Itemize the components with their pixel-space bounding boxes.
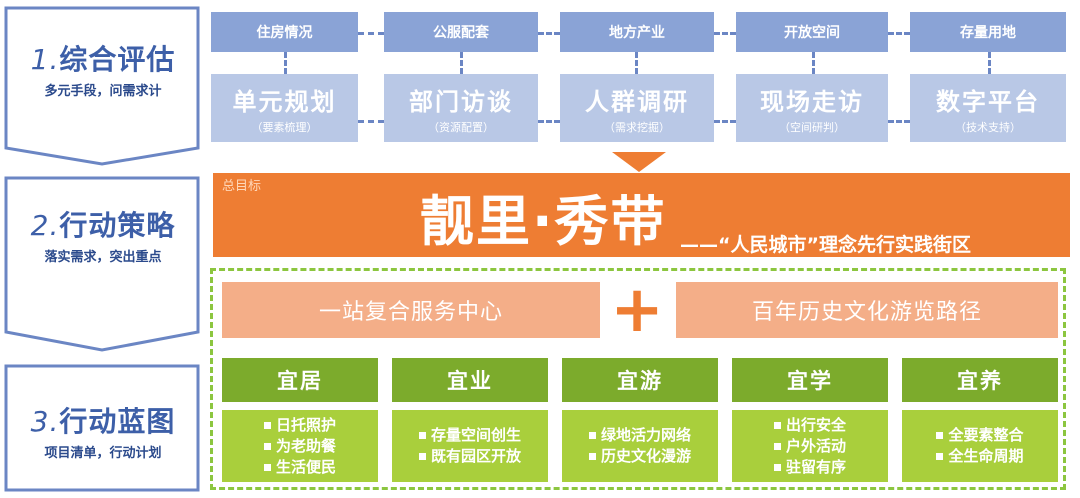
step-3-title: 3.行动蓝图 (30, 405, 176, 438)
header-existing-land: 存量用地 (910, 12, 1066, 52)
connector-line (714, 32, 736, 35)
connector-line (460, 52, 463, 74)
method-title: 现场走访 (760, 87, 864, 116)
connector-line (538, 120, 560, 123)
list-item: 生活便民 (263, 457, 336, 478)
category-business: 宜业 (392, 358, 548, 402)
category-tourism: 宜游 (562, 358, 718, 402)
step-3-subtitle: 项目清单，行动计划 (44, 446, 162, 461)
connector-line (988, 52, 991, 74)
list-item: 全生命周期 (936, 446, 1024, 467)
connector-line (284, 52, 287, 74)
category-business-items: 存量空间创生 既有园区开放 (392, 410, 548, 482)
goal-title: 靓里·秀带 (420, 190, 667, 253)
goal-subtitle: ——“人民城市”理念先行实践街区 (680, 234, 971, 256)
step-1-subtitle: 多元手段，问需求计 (44, 84, 162, 99)
step-1-panel (4, 6, 200, 166)
list-item: 户外活动 (773, 436, 846, 457)
category-learning-items: 出行安全 户外活动 驻留有序 (732, 410, 888, 482)
list-item: 驻留有序 (773, 457, 846, 478)
down-arrow-icon (612, 152, 666, 172)
category-learning: 宜学 (732, 358, 888, 402)
bullet-icon (263, 442, 271, 450)
method-subtitle: （需求挖掘） (604, 120, 670, 134)
header-public-services: 公服配套 (384, 12, 538, 52)
method-subtitle: （资源配置） (428, 120, 494, 134)
list-item: 既有园区开放 (418, 446, 521, 467)
bullet-icon (588, 432, 596, 439)
method-title: 数字平台 (936, 87, 1040, 116)
plus-icon: + (610, 273, 664, 347)
header-housing: 住房情况 (211, 12, 358, 52)
bullet-icon (263, 421, 271, 429)
category-livable: 宜居 (222, 358, 378, 402)
connector-line (812, 52, 815, 74)
category-tourism-items: 绿地活力网络 历史文化漫游 (562, 410, 718, 482)
method-subtitle: （空间研判） (779, 120, 845, 134)
list-item: 绿地活力网络 (588, 425, 691, 446)
connector-line (714, 120, 736, 123)
connector-line (888, 32, 910, 35)
step-1-title: 1.综合评估 (30, 43, 176, 76)
header-local-industry: 地方产业 (560, 12, 714, 52)
method-unit-planning: 单元规划 （要素梳理） (211, 74, 358, 142)
step-2-panel (4, 176, 200, 352)
list-item: 为老助餐 (263, 436, 336, 457)
method-subtitle: （要素梳理） (251, 120, 318, 134)
method-title: 人群调研 (585, 87, 689, 116)
bullet-icon (936, 453, 944, 460)
pillar-service-center: 一站复合服务中心 (222, 282, 600, 338)
category-livable-items: 日托照护 为老助餐 生活便民 (222, 410, 378, 482)
category-wellness: 宜养 (902, 358, 1058, 402)
bullet-icon (773, 421, 781, 429)
step-2-title: 2.行动策略 (30, 209, 176, 242)
step-3-panel (4, 364, 200, 492)
method-title: 部门访谈 (409, 87, 513, 116)
bullet-icon (773, 442, 781, 450)
method-digital-platform: 数字平台 （技术支持） (910, 74, 1066, 142)
category-wellness-items: 全要素整合 全生命周期 (902, 410, 1058, 482)
list-item: 历史文化漫游 (588, 446, 691, 467)
connector-line (358, 32, 384, 35)
bullet-icon (263, 463, 271, 471)
bullet-icon (936, 432, 944, 439)
method-subtitle: （技术支持） (955, 120, 1021, 134)
connector-line (538, 32, 560, 35)
list-item: 全要素整合 (936, 425, 1024, 446)
bullet-icon (588, 453, 596, 460)
list-item: 存量空间创生 (418, 425, 521, 446)
method-department-interviews: 部门访谈 （资源配置） (384, 74, 538, 142)
goal-band (213, 173, 1070, 257)
bullet-icon (418, 432, 426, 439)
connector-line (888, 120, 910, 123)
method-site-visit: 现场走访 （空间研判） (736, 74, 888, 142)
list-item: 日托照护 (263, 415, 336, 436)
bullet-icon (773, 463, 781, 471)
header-open-space: 开放空间 (736, 12, 888, 52)
method-population-survey: 人群调研 （需求挖掘） (560, 74, 714, 142)
connector-line (635, 52, 638, 74)
blueprint-area (210, 268, 1066, 490)
list-item: 出行安全 (773, 415, 846, 436)
bullet-icon (418, 453, 426, 460)
goal-label: 总目标 (222, 179, 262, 194)
pillar-heritage-route: 百年历史文化游览路径 (676, 282, 1058, 338)
method-title: 单元规划 (232, 87, 337, 116)
step-2-subtitle: 落实需求，突出重点 (44, 250, 162, 265)
connector-line (358, 120, 384, 123)
